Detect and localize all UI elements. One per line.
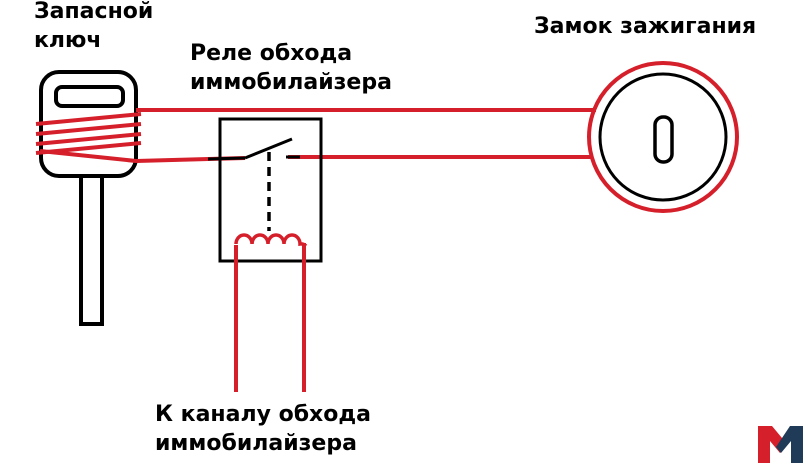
bypass-channel-label-line2: иммобилайзера bbox=[155, 431, 357, 456]
bypass-channel-label-line1: К каналу обхода bbox=[155, 402, 371, 427]
key-icon bbox=[39, 70, 138, 326]
relay-label-line2: иммобилайзера bbox=[190, 70, 392, 95]
key-slot bbox=[54, 85, 125, 108]
relay-box bbox=[218, 117, 323, 263]
ignition-lock-label: Замок зажигания bbox=[534, 14, 757, 39]
ignition-keyhole bbox=[653, 115, 674, 164]
m-logo bbox=[758, 426, 803, 463]
spare-key-label-line1: Запасной bbox=[34, 0, 154, 24]
ignition-lock-outer bbox=[587, 61, 739, 213]
relay-icon bbox=[207, 117, 323, 263]
relay-coil bbox=[234, 233, 308, 248]
relay-switch-arm bbox=[244, 137, 293, 160]
logo-right-stroke bbox=[776, 426, 803, 463]
relay-label-line1: Реле обхода bbox=[190, 41, 353, 66]
ignition-lock-icon bbox=[587, 61, 739, 213]
key-blade bbox=[79, 174, 104, 326]
logo-left-stroke bbox=[758, 426, 787, 463]
relay-contact-left bbox=[207, 156, 246, 161]
spare-key-label-line2: ключ bbox=[34, 28, 102, 53]
